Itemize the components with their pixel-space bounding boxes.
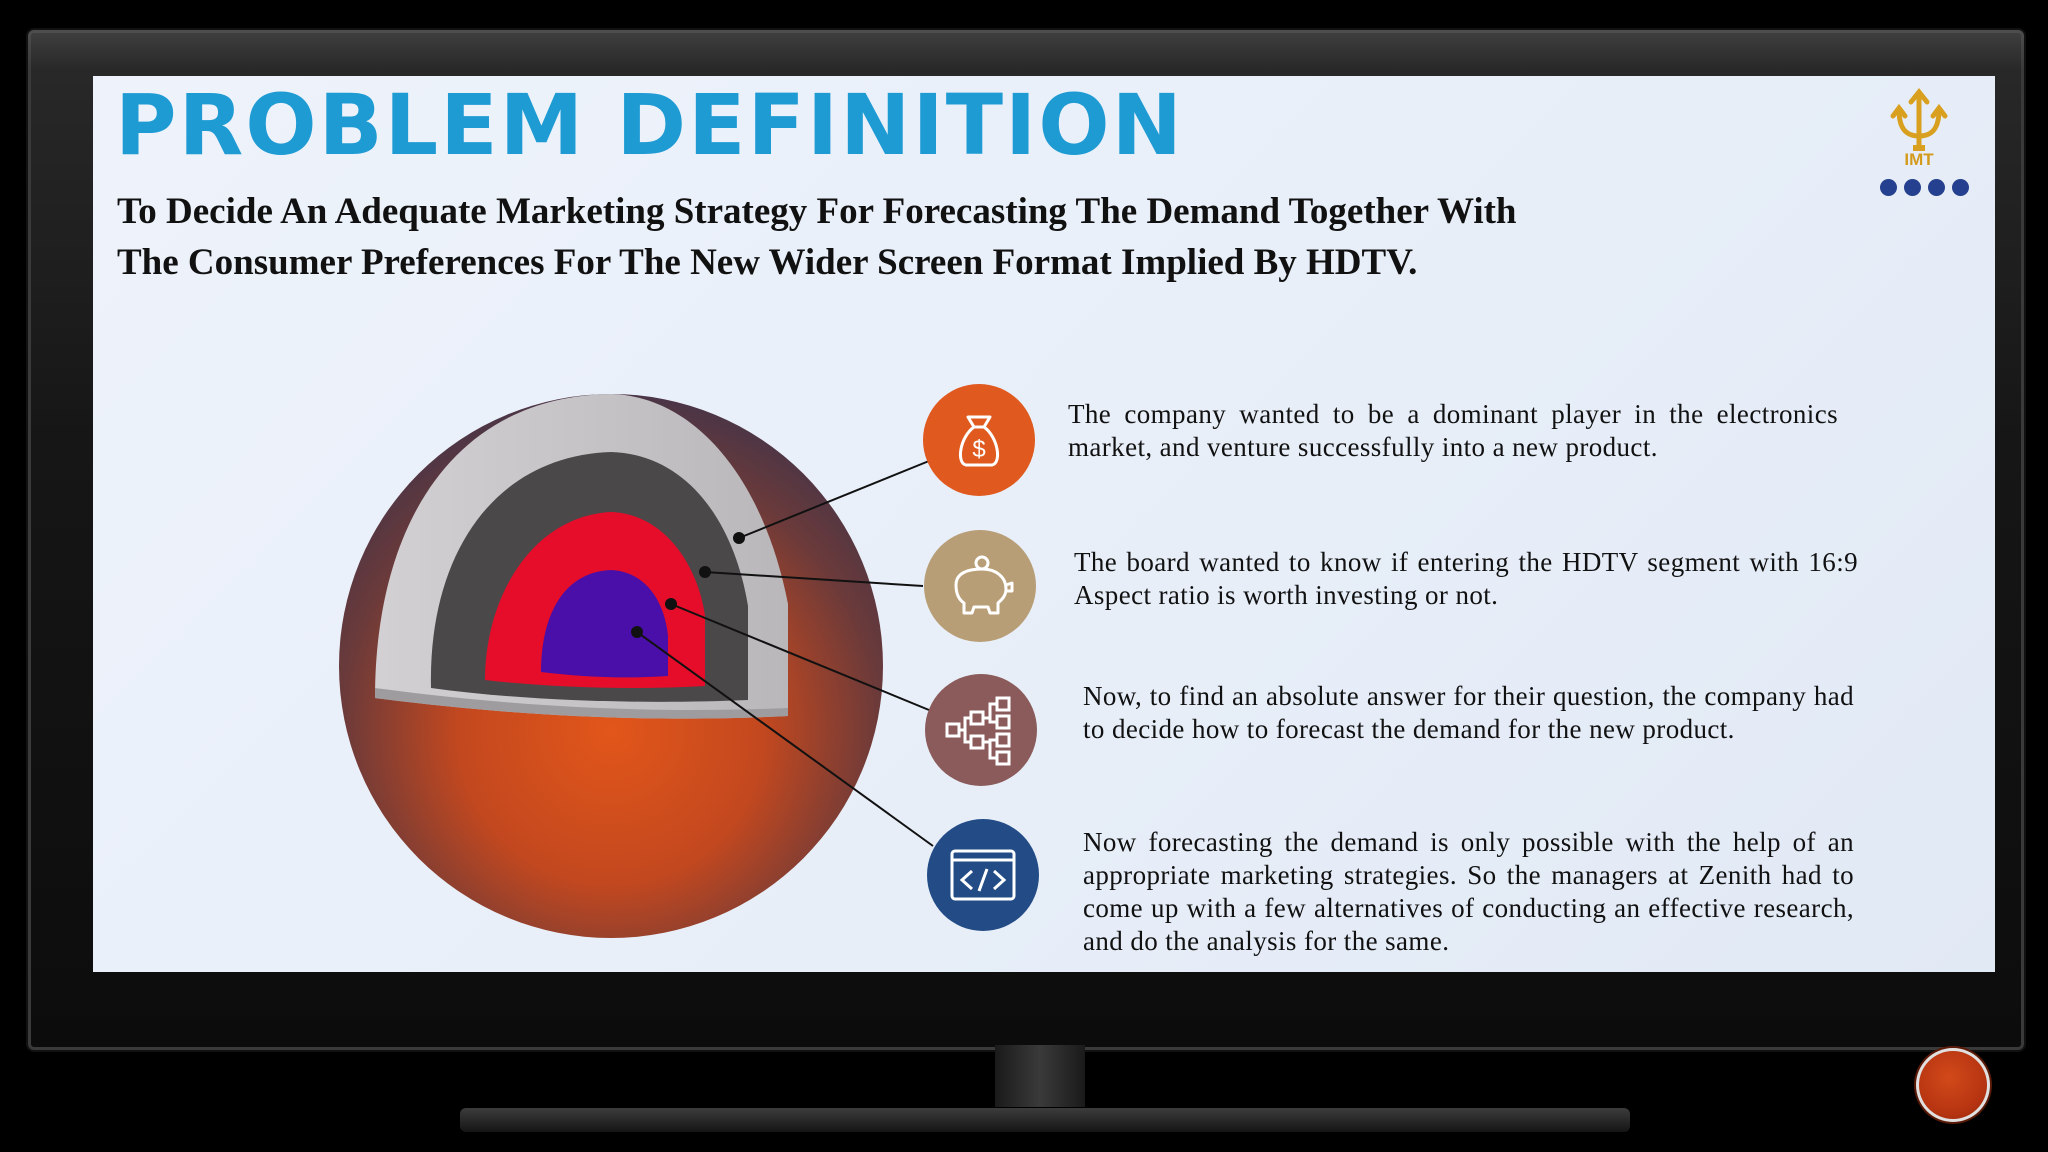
point-2-icon-badge	[924, 530, 1036, 642]
money-bag-icon: $	[958, 415, 1000, 467]
hierarchy-icon	[945, 696, 1011, 766]
slide: PROBLEM DEFINITION To Decide An Adequate…	[93, 76, 1995, 972]
point-4-text: Now forecasting the demand is only possi…	[1083, 827, 1854, 956]
logo-dot	[1880, 179, 1897, 196]
subtitle-line-2: The Consumer Preferences For The New Wid…	[117, 242, 1418, 283]
crust-edge	[375, 688, 788, 719]
connector-lines	[636, 460, 934, 847]
trident-icon	[1890, 87, 1948, 151]
earth-layers-diagram	[339, 394, 934, 938]
logo-dot	[1904, 179, 1921, 196]
point-4-icon-badge	[927, 819, 1039, 931]
point-3-icon-badge	[925, 674, 1037, 786]
slide-subtitle: To Decide An Adequate Marketing Strategy…	[117, 186, 1817, 288]
svg-text:$: $	[972, 436, 985, 463]
next-slide-button[interactable]	[1916, 1048, 1990, 1122]
tv-stand-base	[460, 1108, 1630, 1132]
logo-dot	[1928, 179, 1945, 196]
slide-title: PROBLEM DEFINITION	[115, 76, 1184, 174]
connector-dots	[631, 532, 745, 638]
point-2-text: The board wanted to know if entering the…	[1074, 547, 1858, 610]
point-1-icon-badge: $	[923, 384, 1035, 496]
logo-text: IMT	[1904, 150, 1934, 169]
imt-logo: IMT	[1883, 87, 1979, 218]
logo-dot	[1952, 179, 1969, 196]
code-icon	[950, 849, 1016, 901]
tv-stand-neck	[995, 1045, 1085, 1107]
logo-dots	[1880, 179, 1969, 196]
point-3-text: Now, to find an absolute answer for thei…	[1083, 681, 1854, 744]
subtitle-line-1: To Decide An Adequate Marketing Strategy…	[117, 191, 1517, 232]
inner-core-layer	[541, 570, 668, 678]
piggy-bank-icon	[954, 555, 1014, 615]
point-1-text: The company wanted to be a dominant play…	[1068, 399, 1838, 462]
